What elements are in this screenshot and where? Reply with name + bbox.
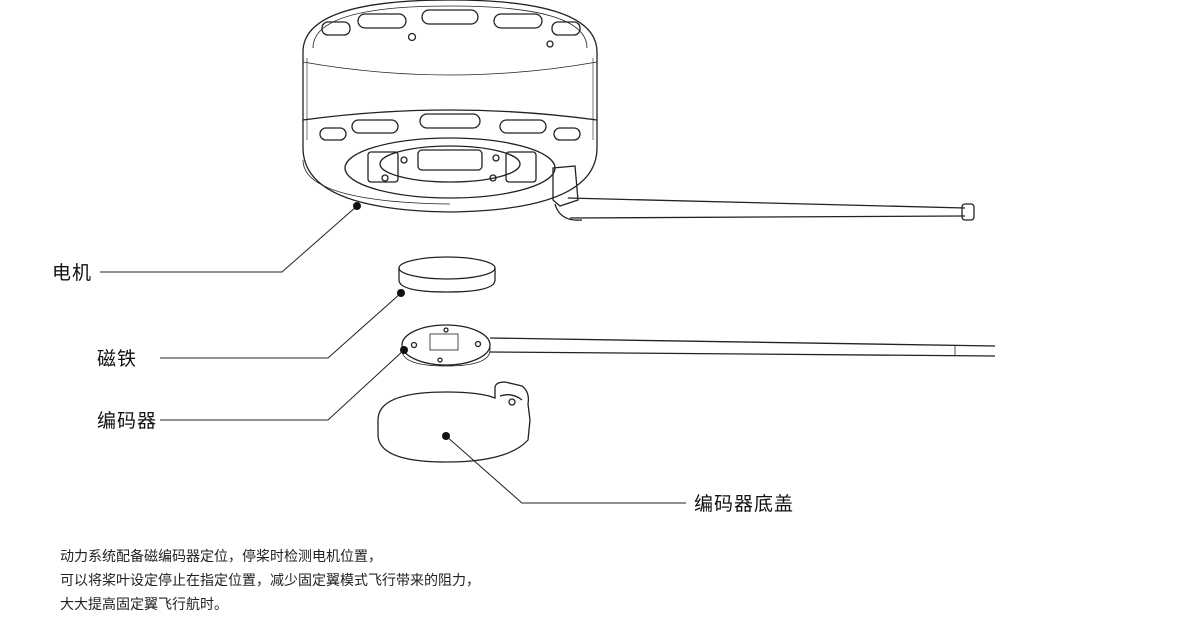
description-line-2: 可以将桨叶设定停止在指定位置，减少固定翼模式飞行带来的阻力，	[60, 573, 480, 589]
leader-lines	[100, 202, 686, 504]
description-text: 动力系统配备磁编码器定位，停桨时检测电机位置， 可以将桨叶设定停止在指定位置，减…	[60, 545, 480, 617]
label-motor: 电机	[52, 262, 93, 284]
label-magnet: 磁铁	[97, 348, 138, 370]
label-encoder: 编码器	[97, 410, 158, 432]
encoder-drawing	[401, 324, 996, 367]
magnet-drawing	[398, 256, 496, 293]
label-encoder-cover: 编码器底盖	[694, 493, 795, 515]
description-line-1: 动力系统配备磁编码器定位，停桨时检测电机位置，	[60, 549, 382, 565]
motor-drawing	[302, 0, 975, 221]
encoder-cover-drawing	[377, 381, 531, 463]
description-line-3: 大大提高固定翼飞行航时。	[60, 597, 228, 613]
